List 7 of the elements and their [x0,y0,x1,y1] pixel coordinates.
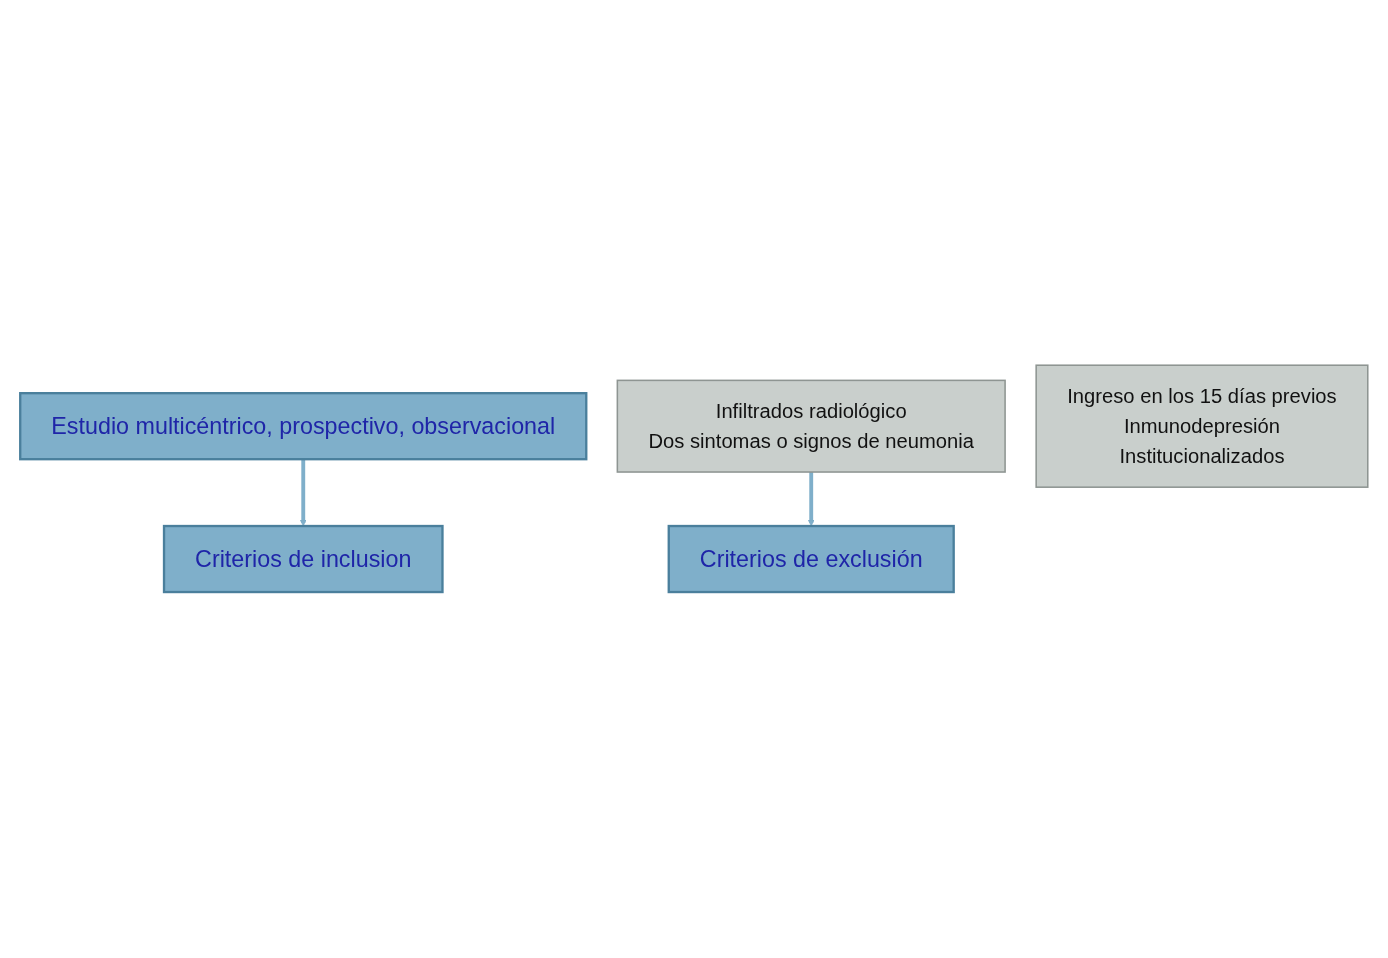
node-box: Criterios de exclusión [667,525,955,594]
node-box: Infiltrados radiológico Dos sintomas o signos de neumonia [616,379,1006,474]
arrow [299,459,307,527]
node-box: Ingreso en los 15 días previos Inmunodepresión Institucionalizados [1035,364,1369,489]
arrow [807,472,815,527]
node-box: Criterios de inclusion [162,525,444,594]
node-box: Estudio multicéntrico, prospectivo, observacional [19,392,588,461]
